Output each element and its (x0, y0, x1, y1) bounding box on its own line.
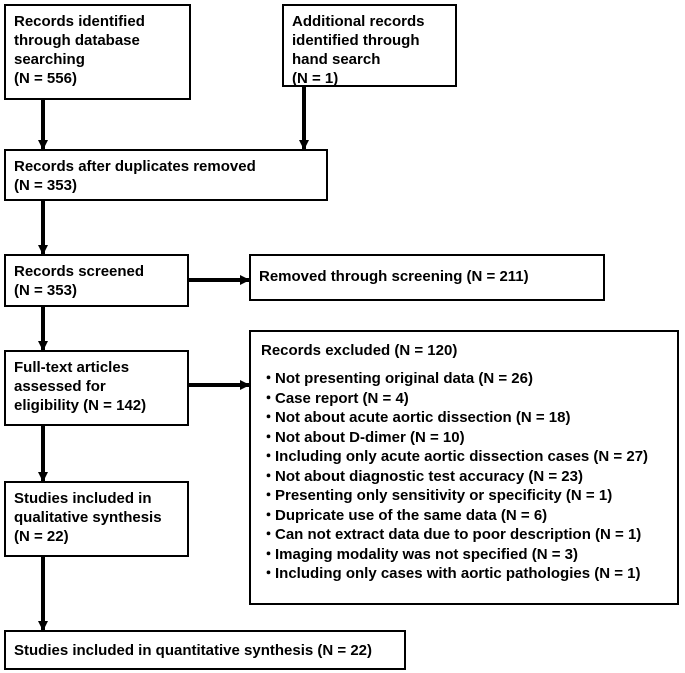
excluded-reason-text: Not about D-dimer (N = 10) (275, 428, 465, 446)
bullet-icon: ・ (261, 428, 277, 446)
excluded-reason-text: Including only acute aortic dissection c… (275, 448, 649, 465)
excluded-reason-item: ・Imaging modality was not specified (N =… (261, 545, 667, 565)
bullet-icon: ・ (261, 487, 277, 504)
box-records-screened: Records screened (N = 353) (4, 254, 189, 307)
bullet-icon: ・ (261, 370, 277, 387)
box-records-excluded: Records excluded (N = 120) ・Not presenti… (249, 330, 679, 605)
bullet-icon: ・ (261, 506, 277, 524)
excluded-reason-text: Not about acute aortic dissection (N = 1… (275, 409, 571, 426)
bullet-icon: ・ (261, 565, 277, 582)
excluded-reason-text: Can not extract data due to poor descrip… (275, 526, 642, 543)
excluded-reason-item: ・Case report (N = 4) (261, 389, 667, 409)
excluded-reason-item: ・Including only cases with aortic pathol… (261, 564, 667, 584)
excluded-reason-item: ・Presenting only sensitivity or specific… (261, 486, 667, 506)
excluded-reason-item: ・Not about acute aortic dissection (N = … (261, 408, 667, 428)
excluded-reason-text: Not about diagnostic test accuracy (N = … (275, 467, 583, 485)
box-full-text-assessed: Full-text articles assessed for eligibil… (4, 350, 189, 426)
excluded-reason-text: Presenting only sensitivity or specifici… (275, 487, 613, 504)
bullet-icon: ・ (261, 467, 277, 485)
excluded-reason-item: ・Dupricate use of the same data (N = 6) (261, 506, 667, 526)
box-duplicates-removed: Records after duplicates removed (N = 35… (4, 149, 328, 201)
excluded-reason-item: ・Including only acute aortic dissection … (261, 447, 667, 467)
excluded-title: Records excluded (N = 120) (261, 342, 458, 359)
excluded-reasons-list: ・Not presenting original data (N = 26)・C… (261, 369, 667, 584)
bullet-icon: ・ (261, 448, 277, 465)
excluded-reason-text: Including only cases with aortic patholo… (275, 565, 641, 582)
box-removed-screening: Removed through screening (N = 211) (249, 254, 605, 301)
excluded-reason-item: ・Can not extract data due to poor descri… (261, 525, 667, 545)
box-database-search: Records identified through database sear… (4, 4, 191, 100)
bullet-icon: ・ (261, 409, 277, 426)
box-qualitative-synthesis: Studies included in qualitative synthesi… (4, 481, 189, 557)
excluded-reason-text: Imaging modality was not specified (N = … (275, 545, 578, 563)
bullet-icon: ・ (261, 526, 277, 543)
excluded-reason-text: Dupricate use of the same data (N = 6) (275, 506, 548, 524)
excluded-reason-item: ・Not about diagnostic test accuracy (N =… (261, 467, 667, 487)
bullet-icon: ・ (261, 389, 277, 407)
bullet-icon: ・ (261, 545, 277, 563)
excluded-reason-text: Not presenting original data (N = 26) (275, 370, 533, 387)
excluded-reason-text: Case report (N = 4) (275, 389, 409, 407)
box-hand-search: Additional records identified through ha… (282, 4, 457, 87)
box-quantitative-synthesis: Studies included in quantitative synthes… (4, 630, 406, 670)
excluded-reason-item: ・Not about D-dimer (N = 10) (261, 428, 667, 448)
excluded-reason-item: ・Not presenting original data (N = 26) (261, 369, 667, 389)
